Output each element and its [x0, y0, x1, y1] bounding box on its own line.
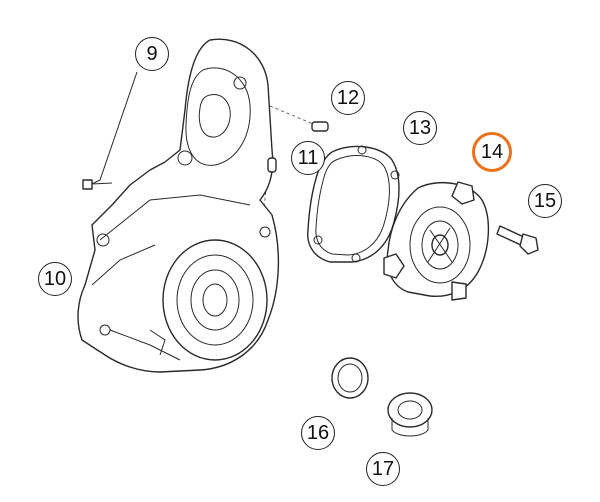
- callout-15: 15: [528, 184, 562, 218]
- callout-14-highlighted: 14: [472, 132, 512, 172]
- dowel-pin-11: [267, 157, 277, 173]
- callout-16: 16: [301, 416, 335, 450]
- o-ring-part-16: [331, 357, 369, 399]
- callout-11: 11: [291, 141, 325, 175]
- ignition-cover: [77, 38, 280, 373]
- screw-part-9: [82, 179, 113, 190]
- gasket-part-13: [307, 145, 400, 263]
- callout-12: 12: [331, 81, 365, 115]
- callout-9: 9: [135, 37, 169, 71]
- dowel-pin-12: [311, 121, 329, 132]
- pump-cover-part-14: [383, 181, 490, 301]
- drain-plug-part-17: [387, 392, 433, 437]
- callout-17: 17: [366, 452, 400, 486]
- bolt-part-15: [496, 225, 539, 255]
- callout-13: 13: [403, 111, 437, 145]
- callout-10: 10: [38, 262, 72, 296]
